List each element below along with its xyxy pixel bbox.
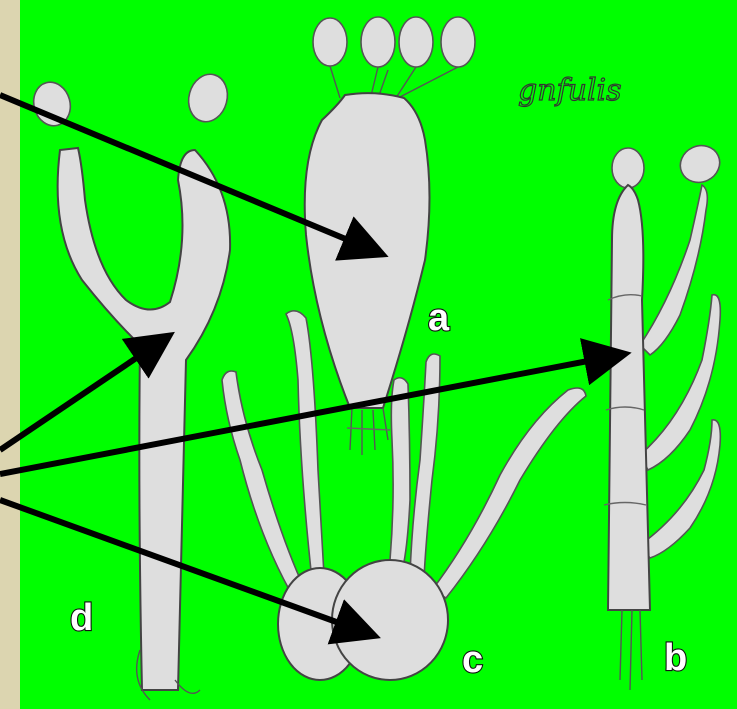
label-b: b bbox=[664, 637, 687, 679]
label-a: a bbox=[428, 297, 450, 339]
structure-b-stalk bbox=[608, 185, 650, 610]
structure-c-tube bbox=[390, 378, 410, 562]
label-c: c bbox=[462, 639, 483, 681]
structure-c-base-right bbox=[332, 560, 448, 680]
signature: gnfulis bbox=[518, 73, 622, 108]
label-d: d bbox=[70, 597, 93, 639]
